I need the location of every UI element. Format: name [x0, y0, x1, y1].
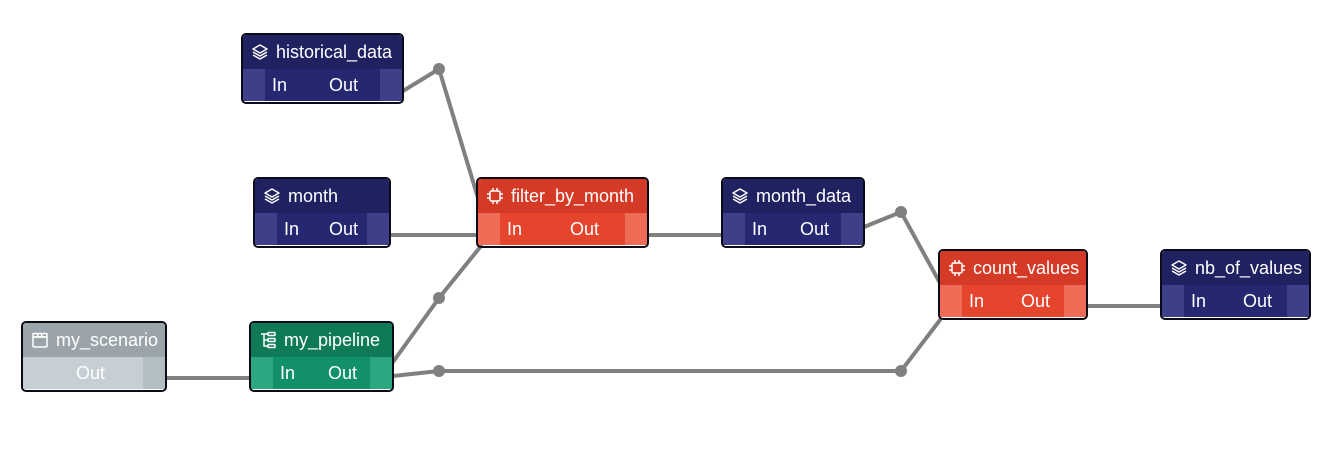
node-month-data[interactable]: month_data In Out	[721, 177, 865, 248]
out-port-label: Out	[1243, 291, 1273, 311]
in-port-label: In	[507, 219, 523, 239]
in-port-handle[interactable]	[723, 213, 745, 245]
node-label: filter_by_month	[511, 185, 635, 206]
in-port-label: In	[752, 219, 768, 239]
layers-icon	[250, 42, 270, 62]
node-label: month	[288, 185, 339, 206]
clapperboard-icon	[30, 330, 50, 350]
out-port-label: Out	[329, 219, 359, 239]
node-label: month_data	[756, 185, 852, 206]
in-port-handle[interactable]	[940, 285, 962, 317]
layers-icon	[730, 186, 750, 206]
out-port-label: Out	[1021, 291, 1051, 311]
node-my-scenario[interactable]: my_scenario Out	[21, 321, 167, 392]
chip-icon	[485, 186, 505, 206]
in-port-handle[interactable]	[251, 357, 273, 389]
link-joint-dot[interactable]	[433, 365, 445, 377]
in-port-label: In	[280, 363, 296, 383]
pipeline-icon	[258, 330, 278, 350]
link-month-data-to-count	[862, 210, 942, 285]
link-historical-data-to-filter	[401, 67, 480, 200]
out-port-handle[interactable]	[625, 213, 647, 245]
link-joint-dot[interactable]	[895, 365, 907, 377]
in-port-label: In	[284, 219, 300, 239]
node-filter-by-month[interactable]: filter_by_month In Out	[476, 177, 649, 248]
node-label: nb_of_values	[1195, 257, 1303, 278]
node-label: my_scenario	[56, 329, 159, 350]
in-port-label: In	[969, 291, 985, 311]
in-port-handle[interactable]	[243, 69, 265, 101]
out-port-handle[interactable]	[841, 213, 863, 245]
link-joint-dot[interactable]	[433, 292, 445, 304]
layers-icon	[1169, 258, 1189, 278]
link-joint-dot[interactable]	[433, 63, 445, 75]
in-port-label: In	[1191, 291, 1207, 311]
link-joint-dot[interactable]	[895, 206, 907, 218]
chip-icon	[947, 258, 967, 278]
out-port-handle[interactable]	[380, 69, 402, 101]
out-port-label: Out	[570, 219, 600, 239]
node-count-values[interactable]: count_values In Out	[938, 249, 1088, 320]
node-label: count_values	[973, 257, 1080, 278]
out-port-handle[interactable]	[1287, 285, 1309, 317]
in-port-handle[interactable]	[1162, 285, 1184, 317]
node-month[interactable]: month In Out	[253, 177, 391, 248]
out-port-handle[interactable]	[370, 357, 392, 389]
out-port-label: Out	[329, 75, 359, 95]
node-label: historical_data	[276, 41, 393, 62]
node-label: my_pipeline	[284, 329, 381, 350]
out-port-label: Out	[76, 363, 106, 383]
link-pipeline-to-filter	[391, 244, 483, 364]
out-port-handle[interactable]	[143, 357, 165, 389]
node-historical-data[interactable]: historical_data In Out	[241, 33, 404, 104]
out-port-handle[interactable]	[367, 213, 389, 245]
link-pipeline-to-count	[391, 318, 942, 378]
out-port-label: Out	[800, 219, 830, 239]
node-my-pipeline[interactable]: my_pipeline In Out	[249, 321, 394, 392]
in-port-handle[interactable]	[478, 213, 500, 245]
in-port-label: In	[272, 75, 288, 95]
in-port-handle[interactable]	[255, 213, 277, 245]
out-port-handle[interactable]	[1064, 285, 1086, 317]
out-port-label: Out	[328, 363, 358, 383]
node-nb-of-values[interactable]: nb_of_values In Out	[1160, 249, 1311, 320]
layers-icon	[262, 186, 282, 206]
